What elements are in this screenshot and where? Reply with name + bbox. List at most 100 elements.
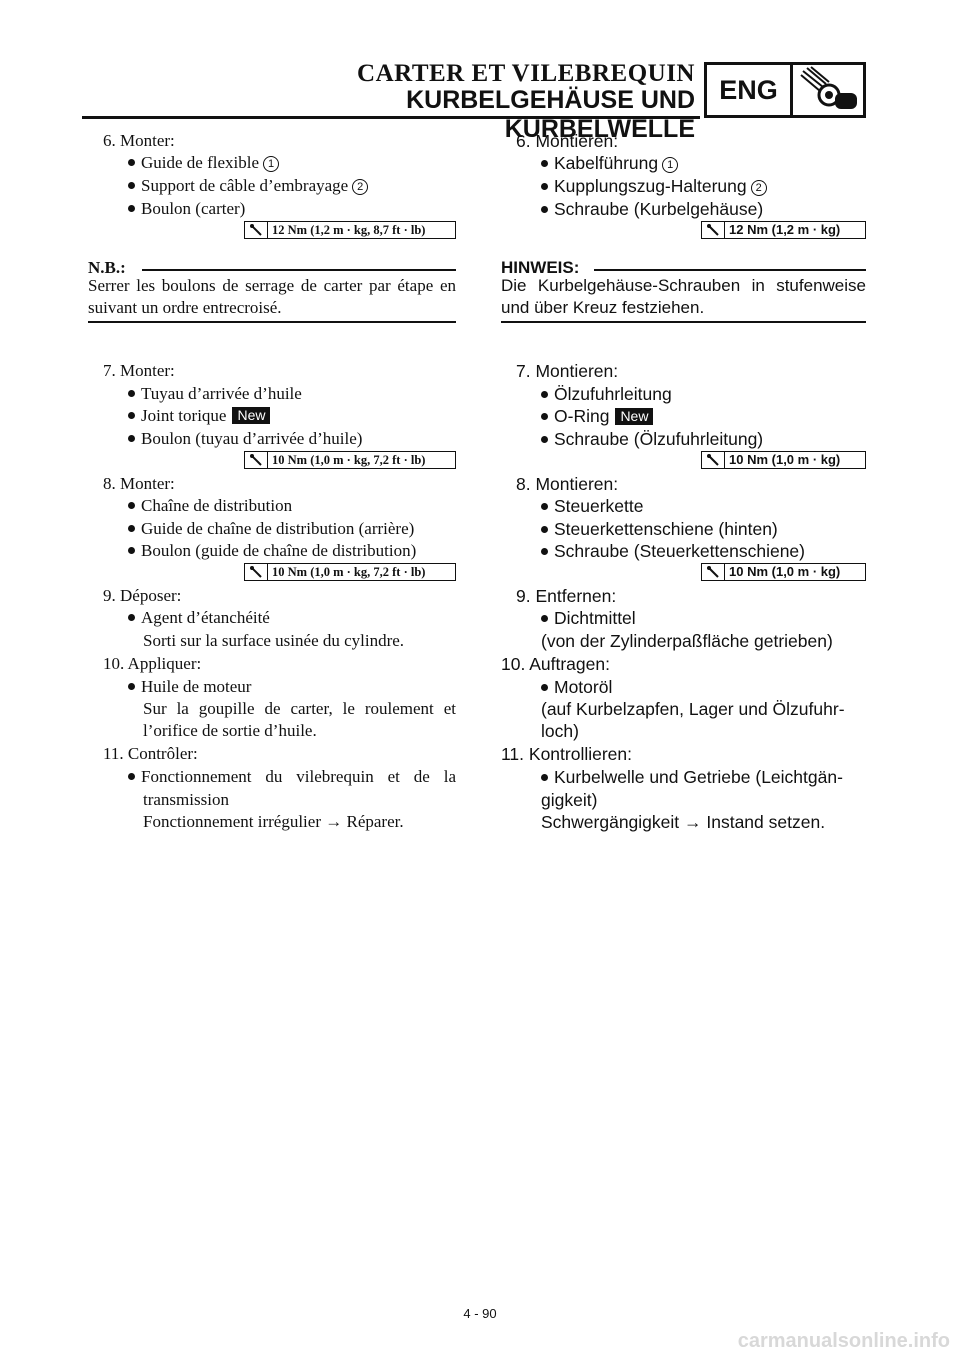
step-6-title: 6. Monter: bbox=[103, 131, 175, 150]
torque-wrench-icon bbox=[702, 564, 725, 580]
bullet-dot-icon bbox=[128, 773, 135, 780]
torque-value: 10 Nm (1,0 m · kg) bbox=[729, 563, 841, 579]
step-9-desc: Sorti sur la surface usinée du cylindre. bbox=[143, 631, 405, 650]
list-item: Huile de moteur bbox=[128, 676, 251, 699]
step-11-title: 11. Contrôler: bbox=[103, 744, 198, 763]
page-number: 4 - 90 bbox=[463, 1306, 497, 1321]
torque-spec: 10 Nm (1,0 m · kg, 7,2 ft · lb) bbox=[244, 451, 456, 469]
bullet-dot-icon bbox=[541, 548, 548, 555]
torque-value: 10 Nm (1,0 m · kg, 7,2 ft · lb) bbox=[272, 452, 426, 467]
bullet-dot-icon bbox=[541, 615, 548, 622]
step-8-title: 8. Monter: bbox=[103, 474, 175, 493]
note-title: HINWEIS: bbox=[501, 258, 580, 277]
step-10-desc: l’orifice de sortie d’huile. bbox=[143, 721, 317, 740]
list-item: Kurbelwelle und Getriebe (Leichtgän- bbox=[541, 766, 843, 789]
list-item: Boulon (tuyau d’arrivée d’huile) bbox=[128, 428, 362, 451]
list-item: Schraube (Kurbelgehäuse) bbox=[541, 198, 763, 221]
step-10-desc: Sur la goupille de carter, le roulement … bbox=[143, 699, 456, 718]
bullet-dot-icon bbox=[128, 205, 135, 212]
note-rule-bottom bbox=[501, 321, 866, 323]
bullet-dot-icon bbox=[541, 413, 548, 420]
note-text: Serrer les boulons de serrage de carter … bbox=[88, 276, 456, 295]
list-item: Motoröl bbox=[541, 676, 612, 699]
step-11-item-cont: transmission bbox=[143, 790, 229, 809]
step-8-title: 8. Montieren: bbox=[516, 474, 619, 494]
note-text: und über Kreuz festziehen. bbox=[501, 298, 705, 317]
step-11-desc: Fonctionnement irrégulier → Réparer. bbox=[143, 812, 404, 831]
callout-marker: 2 bbox=[750, 180, 767, 196]
step-11-desc: Schwergängigkeit → Instand setzen. bbox=[541, 812, 826, 832]
torque-wrench-icon bbox=[245, 452, 268, 468]
list-item: Boulon (guide de chaîne de distribution) bbox=[128, 540, 416, 563]
bullet-dot-icon bbox=[541, 684, 548, 691]
callout-marker: 1 bbox=[263, 156, 280, 172]
bullet-dot-icon bbox=[128, 614, 135, 621]
note-text: Die Kurbelgehäuse-Schrauben in stufenwei… bbox=[501, 276, 866, 295]
list-item: Steuerkettenschiene (hinten) bbox=[541, 518, 778, 541]
list-item: Ölzufuhrleitung bbox=[541, 383, 672, 406]
step-11-title: 11. Kontrollieren: bbox=[501, 744, 633, 764]
page-title-fr: CARTER ET VILEBREQUIN bbox=[357, 60, 695, 87]
list-item: Chaîne de distribution bbox=[128, 495, 292, 518]
callout-marker: 1 bbox=[662, 157, 679, 173]
torque-value: 12 Nm (1,2 m · kg) bbox=[729, 221, 841, 237]
bullet-dot-icon bbox=[128, 182, 135, 189]
bullet-dot-icon bbox=[541, 774, 548, 781]
step-7-title: 7. Monter: bbox=[103, 361, 175, 380]
torque-spec: 12 Nm (1,2 m · kg) bbox=[701, 221, 866, 239]
callout-marker: 2 bbox=[352, 179, 369, 195]
watermark: carmanualsonline.info bbox=[737, 1330, 950, 1352]
page-title-de: KURBELGEHÄUSE UND KURBELWELLE bbox=[406, 86, 695, 143]
list-item: Agent d’étanchéité bbox=[128, 607, 270, 630]
torque-wrench-icon bbox=[245, 564, 268, 580]
list-item: Steuerkette bbox=[541, 495, 644, 518]
step-6-title: 6. Montieren: bbox=[516, 131, 619, 151]
torque-wrench-icon bbox=[702, 222, 725, 238]
note-text: suivant un ordre entrecroisé. bbox=[88, 298, 282, 317]
bullet-dot-icon bbox=[128, 683, 135, 690]
bullet-dot-icon bbox=[541, 526, 548, 533]
step-7-title: 7. Montieren: bbox=[516, 361, 619, 381]
step-9-title: 9. Entfernen: bbox=[516, 586, 617, 606]
new-badge: New bbox=[615, 408, 654, 425]
bullet-dot-icon bbox=[128, 525, 135, 532]
bullet-dot-icon bbox=[128, 435, 135, 442]
torque-value: 10 Nm (1,0 m · kg) bbox=[729, 451, 841, 467]
list-item: Fonctionnement du vilebrequin et de la bbox=[128, 766, 456, 789]
note-rule-bottom bbox=[88, 321, 456, 323]
list-item: Schraube (Ölzufuhrleitung) bbox=[541, 428, 763, 451]
bullet-dot-icon bbox=[128, 412, 135, 419]
step-10-title: 10. Auftragen: bbox=[501, 654, 610, 674]
bullet-dot-icon bbox=[128, 547, 135, 554]
section-badge: ENG bbox=[704, 62, 866, 118]
engine-crankshaft-icon bbox=[793, 65, 863, 115]
bullet-dot-icon bbox=[128, 159, 135, 166]
torque-spec: 10 Nm (1,0 m · kg) bbox=[701, 451, 866, 469]
step-11-item-cont: gigkeit) bbox=[541, 790, 598, 810]
bullet-dot-icon bbox=[541, 160, 548, 167]
note-title: N.B.: bbox=[88, 258, 126, 277]
bullet-dot-icon bbox=[128, 502, 135, 509]
note-rule-top bbox=[594, 269, 866, 271]
bullet-dot-icon bbox=[541, 436, 548, 443]
step-10-title: 10. Appliquer: bbox=[103, 654, 202, 673]
step-9-title: 9. Déposer: bbox=[103, 586, 182, 605]
new-badge: New bbox=[232, 407, 271, 424]
header-rule bbox=[82, 116, 700, 119]
section-badge-label: ENG bbox=[707, 65, 793, 115]
torque-spec: 10 Nm (1,0 m · kg) bbox=[701, 563, 866, 581]
torque-wrench-icon bbox=[245, 222, 268, 238]
list-item: Tuyau d’arrivée d’huile bbox=[128, 383, 302, 406]
bullet-dot-icon bbox=[541, 183, 548, 190]
torque-value: 10 Nm (1,0 m · kg, 7,2 ft · lb) bbox=[272, 564, 426, 579]
step-10-desc: (auf Kurbelzapfen, Lager und Ölzufuhr- bbox=[541, 699, 845, 719]
list-item: Schraube (Steuerkettenschiene) bbox=[541, 540, 805, 563]
torque-value: 12 Nm (1,2 m · kg, 8,7 ft · lb) bbox=[272, 222, 426, 237]
step-10-desc: loch) bbox=[541, 721, 579, 741]
bullet-dot-icon bbox=[128, 390, 135, 397]
